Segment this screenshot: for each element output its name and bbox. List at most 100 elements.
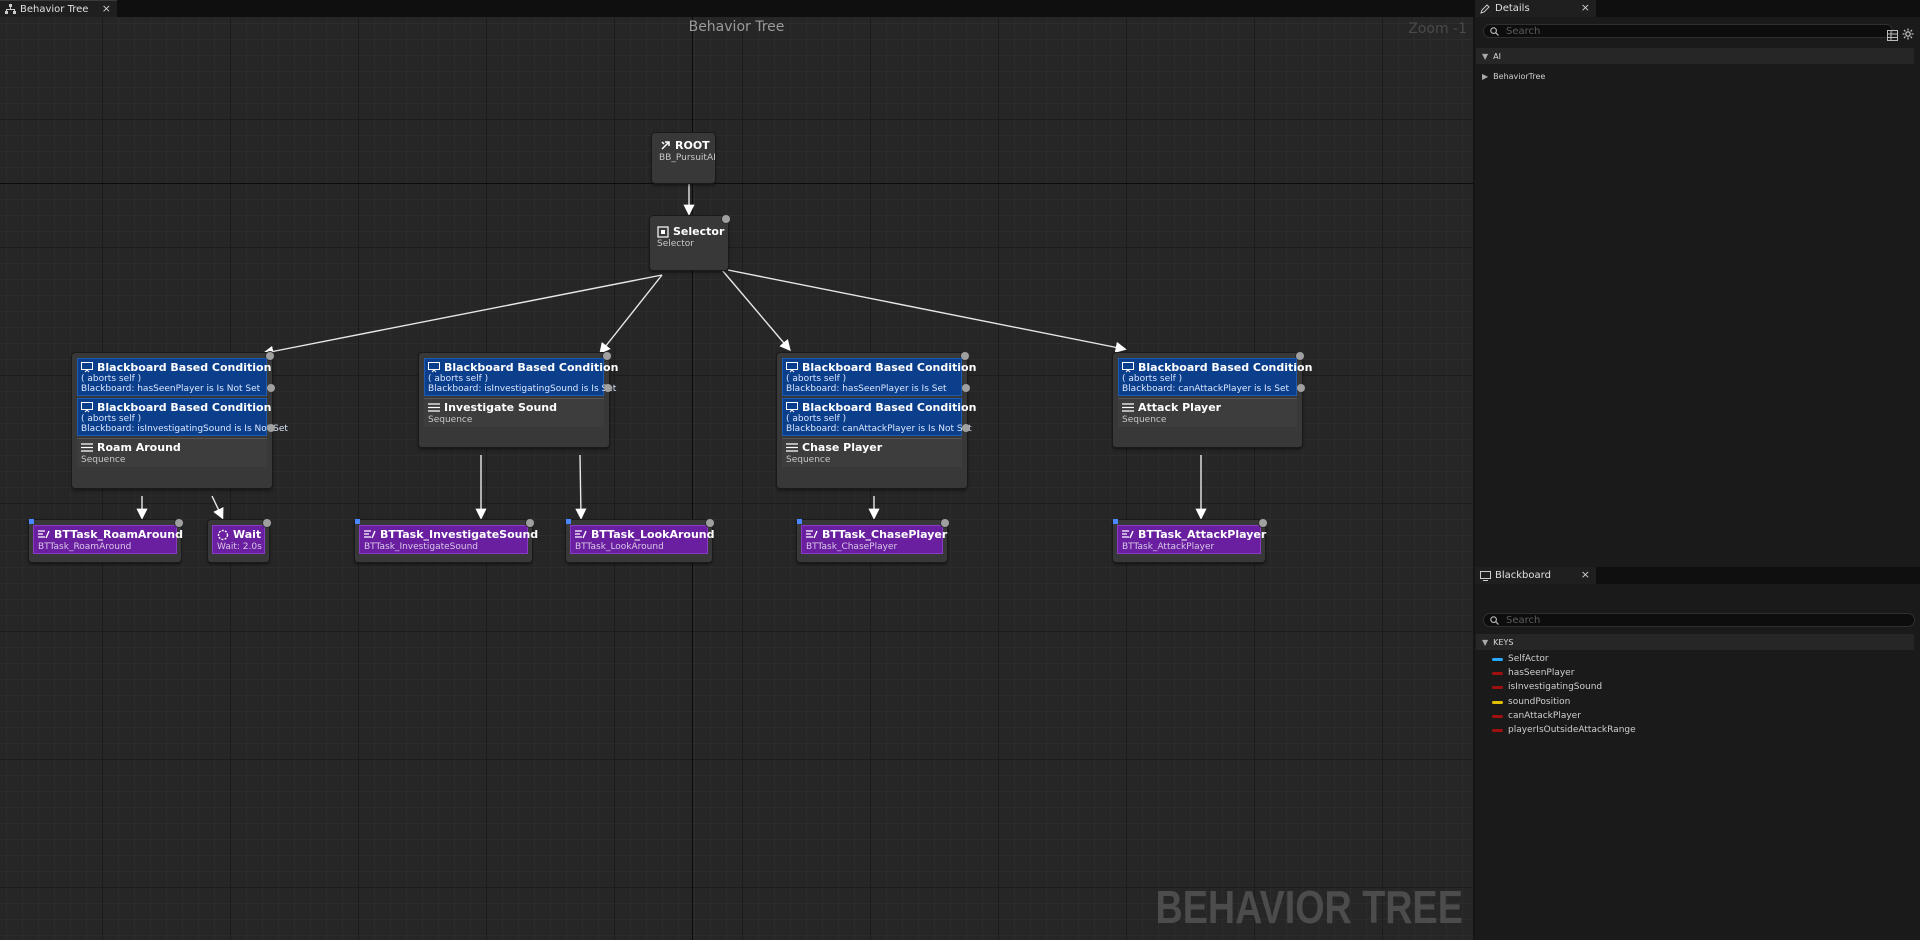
decorator-side-pin[interactable]: [604, 384, 612, 392]
task-flag: [355, 519, 360, 524]
search-icon: [1488, 26, 1500, 36]
decorator-title: Blackboard Based Condition: [1138, 361, 1313, 374]
decorator-blackboard-condition[interactable]: Blackboard Based Condition ( aborts self…: [77, 358, 275, 396]
attack-player-node[interactable]: Blackboard Based Condition ( aborts self…: [1113, 352, 1312, 447]
sequence-icon: [1122, 402, 1134, 414]
investigate-sound-node[interactable]: Blackboard Based Condition ( aborts self…: [419, 352, 618, 447]
task-flag: [29, 519, 34, 524]
task-look-around-node[interactable]: BTTask_LookAround BTTask_LookAround: [566, 519, 714, 562]
decorator-condition: Blackboard: isInvestigatingSound is Is S…: [428, 384, 617, 394]
decorator-aborts: ( aborts self ): [428, 374, 489, 384]
details-category-ai[interactable]: ▼ AI: [1476, 48, 1914, 64]
search-icon: [1488, 615, 1500, 625]
task-body: Wait Wait: 2.0s: [212, 525, 265, 554]
details-tab-label: Details: [1495, 3, 1530, 14]
decorator-pin[interactable]: [1259, 519, 1267, 527]
roam-around-node[interactable]: Blackboard Based Condition ( aborts self…: [72, 352, 288, 488]
decorator-pin[interactable]: [263, 519, 271, 527]
decorator-condition: Blackboard: hasSeenPlayer is Is Set: [786, 384, 947, 394]
blackboard-category-keys[interactable]: ▼ KEYS: [1476, 634, 1914, 650]
selector-title: Selector: [673, 225, 725, 238]
decorator-side-pin[interactable]: [962, 384, 970, 392]
details-search-input[interactable]: Search: [1483, 24, 1893, 38]
decorator-pin[interactable]: [941, 519, 949, 527]
blackboard-key[interactable]: hasSeenPlayer: [1492, 666, 1574, 680]
decorator-pin[interactable]: [175, 519, 183, 527]
blackboard-key[interactable]: canAttackPlayer: [1492, 709, 1581, 723]
decorator-title: Blackboard Based Condition: [97, 361, 272, 374]
root-node[interactable]: ROOT BB_PursuitAI: [652, 133, 716, 183]
selector-node[interactable]: Selector Selector: [650, 215, 730, 270]
decorator-blackboard-condition[interactable]: Blackboard Based Condition ( aborts self…: [77, 398, 288, 436]
task-attack-player-node[interactable]: BTTask_AttackPlayer BTTask_AttackPlayer: [1113, 519, 1267, 562]
tab-close-icon[interactable]: ×: [101, 2, 111, 15]
tab-blackboard[interactable]: Blackboard ×: [1475, 567, 1596, 584]
decorator-side-pin[interactable]: [962, 424, 970, 432]
selector-subtitle: Selector: [657, 239, 694, 249]
task-title: BTTask_RoamAround: [54, 528, 183, 541]
task-roam-around-node[interactable]: BTTask_RoamAround BTTask_RoamAround: [29, 519, 183, 562]
decorator-pin[interactable]: [603, 352, 611, 360]
connection-wires: [136, 184, 1207, 520]
blackboard-key[interactable]: isInvestigatingSound: [1492, 680, 1602, 694]
decorator-pin[interactable]: [1296, 352, 1304, 360]
pencil-icon: [1479, 3, 1491, 15]
blackboard-close-icon[interactable]: ×: [1580, 568, 1590, 581]
blackboard-condition-icon: [786, 402, 798, 414]
blackboard-search-placeholder: Search: [1506, 614, 1541, 626]
behavior-tree-graph[interactable]: Behavior Tree Zoom -1 ROOT BB_P: [0, 17, 1473, 940]
property-behavior-tree[interactable]: ▶ BehaviorTree: [1476, 68, 1914, 84]
decorator-pin[interactable]: [961, 352, 969, 360]
task-flag: [566, 519, 571, 524]
tab-details[interactable]: Details ×: [1475, 0, 1596, 17]
decorator-title: Blackboard Based Condition: [802, 361, 977, 374]
document-tab-bar: Behavior Tree ×: [0, 0, 1475, 17]
composite-body: Roam Around Sequence: [77, 438, 267, 467]
blackboard-key[interactable]: playerIsOutsideAttackRange: [1492, 723, 1636, 737]
tab-behavior-tree[interactable]: Behavior Tree ×: [0, 0, 117, 17]
decorator-blackboard-condition[interactable]: Blackboard Based Condition ( aborts self…: [782, 358, 976, 396]
decorator-side-pin[interactable]: [1297, 384, 1305, 392]
decorator-blackboard-condition[interactable]: Blackboard Based Condition ( aborts self…: [424, 358, 618, 396]
blackboard-icon: [1479, 570, 1491, 582]
selector-decorator-pin[interactable]: [722, 215, 730, 223]
decorator-aborts: ( aborts self ): [786, 414, 847, 424]
decorator-pin[interactable]: [266, 352, 274, 360]
task-body: BTTask_AttackPlayer BTTask_AttackPlayer: [1117, 525, 1266, 554]
composite-title: Investigate Sound: [444, 401, 557, 414]
details-panel: Details × Search ▼ AI ▶ BehaviorTree: [1475, 0, 1920, 567]
task-investigate-sound-node[interactable]: BTTask_InvestigateSound BTTask_Investiga…: [355, 519, 538, 562]
task-subtitle: BTTask_RoamAround: [38, 542, 132, 552]
settings-gear-icon[interactable]: [1902, 25, 1914, 44]
task-wait-node[interactable]: Wait Wait: 2.0s: [208, 519, 271, 562]
task-icon: [38, 529, 50, 541]
sequence-icon: [786, 442, 798, 454]
decorator-condition: Blackboard: hasSeenPlayer is Is Not Set: [81, 384, 261, 394]
table-view-icon[interactable]: [1887, 26, 1898, 45]
collapsed-chevron-icon: ▶: [1482, 71, 1489, 81]
decorator-blackboard-condition[interactable]: Blackboard Based Condition ( aborts self…: [1118, 358, 1312, 396]
blackboard-search-input[interactable]: Search: [1483, 613, 1915, 627]
decorator-pin[interactable]: [526, 519, 534, 527]
expanded-chevron-icon: ▼: [1482, 637, 1489, 647]
selector-icon: [657, 225, 669, 238]
decorator-blackboard-condition[interactable]: Blackboard Based Condition ( aborts self…: [782, 398, 976, 436]
sequence-icon: [81, 442, 93, 454]
decorator-pin[interactable]: [706, 519, 714, 527]
wire-selector-investigate: [599, 274, 663, 355]
graph-title: Behavior Tree: [688, 19, 785, 35]
composite-subtitle: Sequence: [428, 415, 473, 425]
key-type-swatch: [1492, 685, 1503, 689]
blackboard-condition-icon: [786, 362, 798, 374]
key-name: playerIsOutsideAttackRange: [1508, 725, 1636, 735]
key-name: hasSeenPlayer: [1508, 668, 1575, 678]
details-search-placeholder: Search: [1506, 25, 1541, 37]
blackboard-key[interactable]: SelfActor: [1492, 652, 1549, 666]
root-title: ROOT: [675, 139, 710, 152]
blackboard-key[interactable]: soundPosition: [1492, 695, 1570, 709]
decorator-side-pin[interactable]: [267, 384, 275, 392]
chase-player-node[interactable]: Blackboard Based Condition ( aborts self…: [777, 352, 976, 488]
details-close-icon[interactable]: ×: [1580, 1, 1590, 14]
decorator-side-pin[interactable]: [267, 424, 275, 432]
task-chase-player-node[interactable]: BTTask_ChasePlayer BTTask_ChasePlayer: [797, 519, 949, 562]
